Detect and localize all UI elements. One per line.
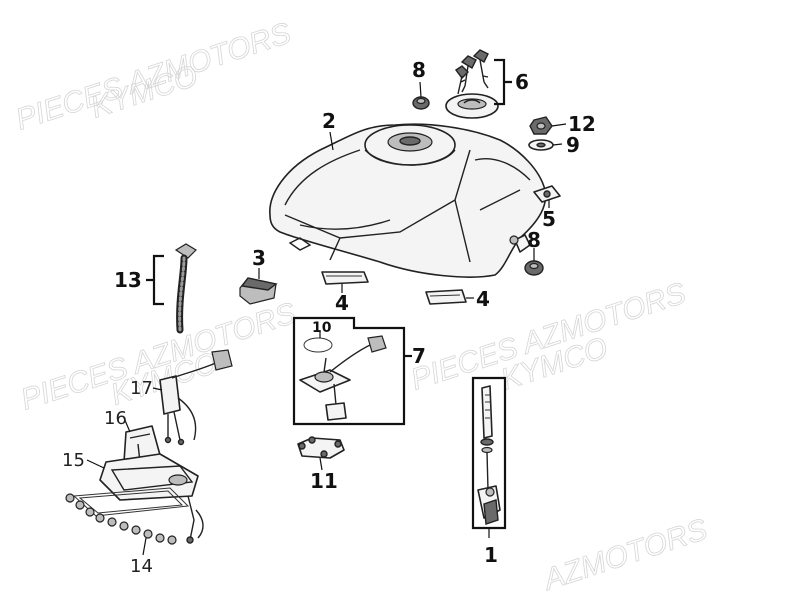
rubber-pad-left [321,271,369,285]
fuel-cap-with-keys [445,49,499,119]
callout-12: 12 [568,112,596,136]
callout-8-top: 8 [412,58,426,82]
callout-14: 14 [130,556,153,577]
callout-4-left: 4 [335,291,349,315]
rubber-cushion [239,277,278,305]
rubber-pad-right [425,289,467,305]
callout-13: 13 [114,268,142,292]
grommet-top [412,96,430,110]
callout-7: 7 [412,344,426,368]
callout-10: 10 [312,320,332,336]
callout-4-right: 4 [476,287,490,311]
fuel-sender-unit [299,335,387,421]
callout-11: 11 [310,469,338,493]
callout-5: 5 [542,207,556,231]
callout-8-right: 8 [527,228,541,252]
watermark-text: AZMOTORS [538,513,711,597]
bolt-row [65,493,177,545]
watermark: PIECES AZMOTORS KYMCO PIECES AZMOTORS KY… [12,16,712,597]
callout-labels: 1 2 3 4 4 5 6 7 8 8 9 10 11 12 13 14 15 … [62,58,596,577]
callout-17: 17 [130,378,153,399]
callout-15: 15 [62,450,85,471]
callout-16: 16 [104,408,127,429]
o-ring [303,337,333,353]
grommet-right [524,260,544,276]
breather-hose [174,243,197,334]
watermark-text: PIECES AZMOTORS [17,297,300,417]
mounting-bracket [533,185,561,203]
callout-3: 3 [252,246,266,270]
callout-9: 9 [566,133,580,157]
nut [529,116,553,135]
pump-base-plate [99,453,204,544]
fuel-tank [269,123,547,278]
key-icon [472,49,489,89]
leader-lines [86,58,567,556]
key-icon [460,55,477,93]
washer [528,139,554,151]
callout-2: 2 [322,109,336,133]
callout-1: 1 [484,543,498,567]
fuel-level-gauge [159,349,233,446]
callout-6: 6 [515,70,529,94]
sender-gasket [297,436,345,459]
fuel-cock [477,385,501,525]
key-icon [454,65,469,95]
